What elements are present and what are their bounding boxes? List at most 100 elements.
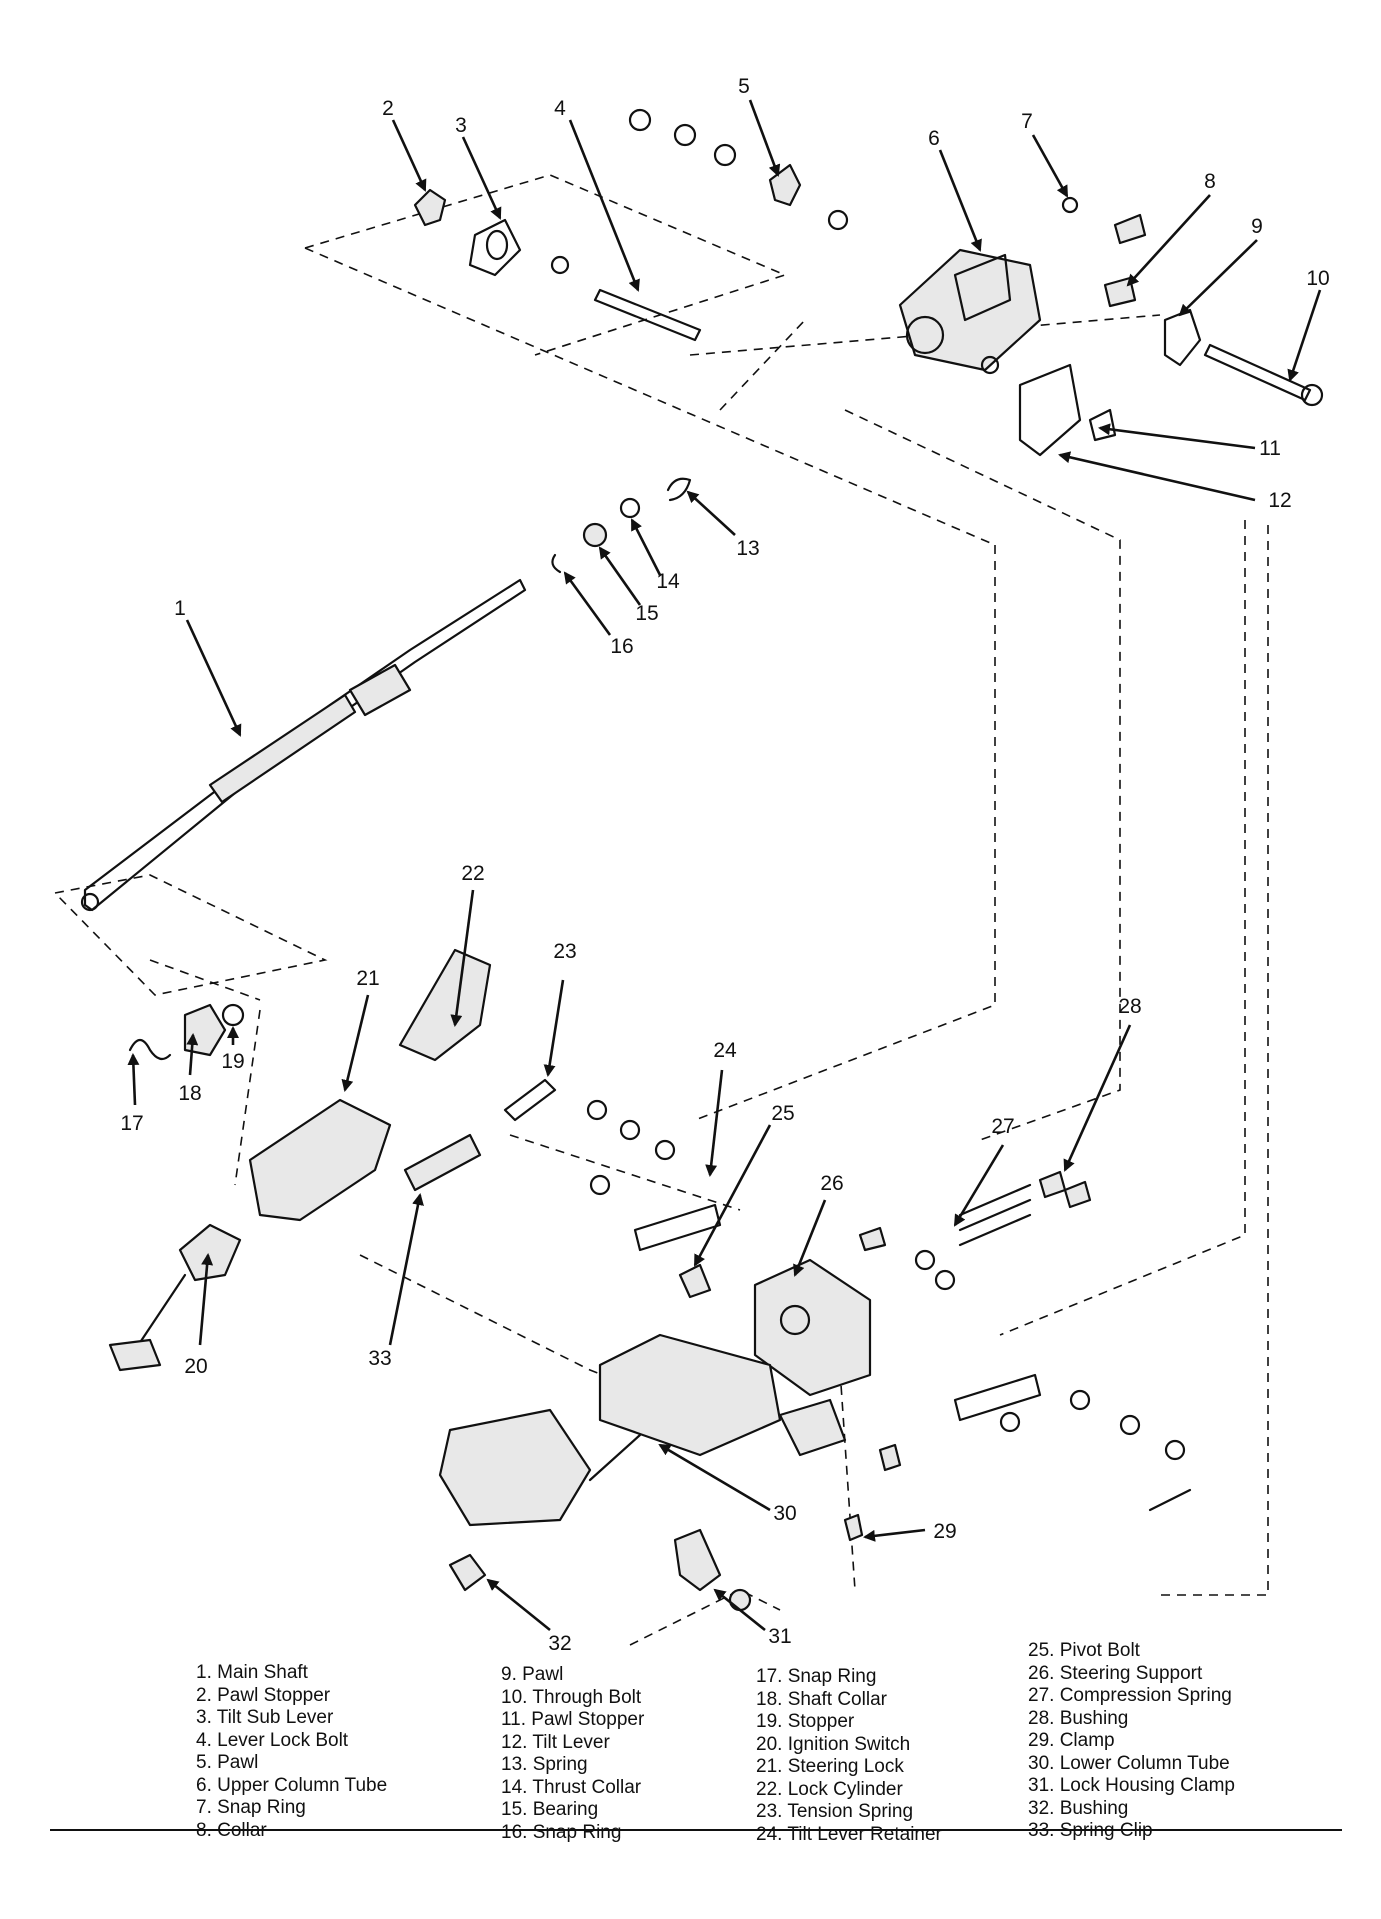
callout-4: 4 [554,97,566,120]
leader-7 [1031,134,1069,198]
callout-21: 21 [356,967,379,990]
callout-13: 13 [736,537,759,560]
legend-item: 27. Compression Spring [1028,1685,1232,1706]
callout-20: 20 [184,1355,207,1378]
leader-26 [793,1199,827,1277]
legend-item: 19. Stopper [756,1711,855,1732]
legend-item: 14. Thrust Collar [501,1776,642,1798]
callout-14: 14 [656,570,680,593]
callout-11: 11 [1259,437,1281,460]
leader-18 [186,1033,199,1076]
callout-33: 33 [368,1347,391,1370]
callout-3: 3 [455,114,467,137]
callout-8: 8 [1204,170,1216,193]
leader-9 [1178,239,1258,317]
callout-32: 32 [548,1632,571,1655]
callout-18: 18 [178,1082,201,1105]
legend-item: 7. Snap Ring [196,1797,306,1818]
leader-5 [748,99,781,177]
callout-7: 7 [1021,110,1033,133]
callout-28: 28 [1118,995,1141,1018]
callout-6: 6 [928,127,940,150]
legend-item: 11. Pawl Stopper [501,1709,645,1730]
main-shaft-part [80,578,527,912]
legend-column-2: 9. Pawl 10. Through Bolt 11. Pawl Stoppe… [501,1664,644,1844]
bottom-divider [50,1829,1342,1831]
legend-item: 25. Pivot Bolt [1028,1640,1140,1661]
upper-column-tube-part [898,248,1042,372]
leader-32 [486,1578,551,1632]
legend-item: 13. Spring [501,1754,588,1775]
lower-parts [108,948,1192,1612]
leader-31 [713,1588,766,1632]
legend-item: 12. Tilt Lever [501,1731,610,1753]
leader-8 [1126,194,1211,287]
leader-20 [198,1253,214,1346]
leader-28 [1063,1024,1132,1172]
legend-column-3: 17. Snap Ring 18. Shaft Collar 19. Stopp… [756,1666,942,1846]
legend-item: 17. Snap Ring [756,1666,877,1687]
callout-numbers: 1 2 3 4 5 6 7 8 9 10 11 12 13 14 15 16 1… [120,75,1329,1655]
leader-25 [693,1124,772,1267]
legend-column-1: 1. Main Shaft 2. Pawl Stopper 3. Tilt Su… [196,1662,387,1842]
leader-10 [1287,289,1322,382]
callout-15: 15 [635,602,658,625]
leader-29 [863,1528,926,1542]
leader-1 [185,619,242,737]
legend-item: 23. Tension Spring [756,1801,914,1822]
leader-13 [686,490,736,536]
leader-23 [543,979,565,1077]
callout-23: 23 [553,940,576,963]
legend-item: 3. Tilt Sub Lever [196,1707,334,1728]
callout-24: 24 [713,1039,737,1062]
legend-item: 18. Shaft Collar [756,1688,887,1710]
callout-10: 10 [1306,267,1329,290]
legend-item: 10. Through Bolt [501,1686,642,1708]
legend-item: 28. Bushing [1028,1707,1129,1729]
callout-31: 31 [768,1625,791,1648]
callout-1: 1 [174,597,186,620]
legend-item: 24. Tilt Lever Retainer [756,1823,942,1845]
leader-16 [563,571,612,636]
leader-6 [938,149,982,252]
legend-item: 9. Pawl [501,1664,564,1685]
legend-item: 32. Bushing [1028,1797,1129,1819]
legend-item: 20. Ignition Switch [756,1733,911,1755]
callout-2: 2 [382,97,394,120]
leader-2 [391,119,427,192]
legend-item: 26. Steering Support [1028,1662,1203,1684]
callout-26: 26 [820,1172,843,1195]
legend-item: 22. Lock Cylinder [756,1778,903,1800]
callout-22: 22 [461,862,484,885]
callout-19: 19 [221,1050,244,1073]
leader-33 [388,1193,424,1346]
legend-item: 33. Spring Clip [1028,1820,1153,1841]
small-parts-top [413,108,1324,574]
callout-9: 9 [1251,215,1263,238]
parts-legend: 1. Main Shaft 2. Pawl Stopper 3. Tilt Su… [196,1640,1316,1845]
legend-item: 1. Main Shaft [196,1662,308,1683]
legend-item: 6. Upper Column Tube [196,1774,388,1796]
callout-29: 29 [933,1520,956,1543]
leader-30 [658,1443,771,1512]
leader-12 [1058,451,1256,502]
leader-lines [127,99,1322,1632]
legend-item: 21. Steering Lock [756,1756,904,1777]
callout-16: 16 [610,635,633,658]
callout-27: 27 [991,1115,1014,1138]
callout-5: 5 [738,75,750,98]
callout-17: 17 [120,1112,143,1135]
legend-item: 4. Lever Lock Bolt [196,1729,349,1751]
leader-11 [1098,423,1256,450]
leader-22 [450,889,475,1027]
leader-21 [341,994,370,1092]
leader-3 [461,136,502,220]
legend-item: 31. Lock Housing Clamp [1028,1775,1235,1796]
legend-item: 16. Snap Ring [501,1821,622,1843]
legend-item: 15. Bearing [501,1799,599,1820]
legend-item: 2. Pawl Stopper [196,1684,331,1706]
leader-14 [630,518,662,576]
legend-item: 30. Lower Column Tube [1028,1752,1230,1774]
leader-27 [953,1144,1005,1227]
